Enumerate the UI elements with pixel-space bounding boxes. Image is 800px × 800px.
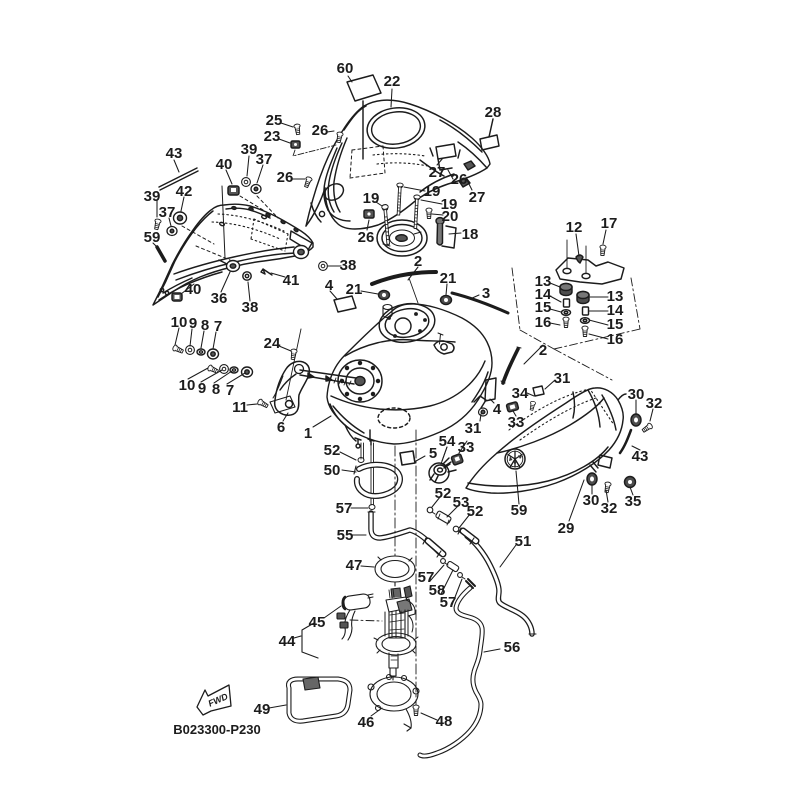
svg-text:39: 39 [241, 141, 258, 158]
svg-text:7: 7 [214, 318, 222, 335]
svg-text:31: 31 [465, 420, 482, 437]
svg-text:7: 7 [226, 382, 234, 399]
svg-text:35: 35 [625, 493, 642, 510]
svg-text:30: 30 [583, 492, 600, 509]
svg-text:54: 54 [439, 433, 456, 450]
svg-text:57: 57 [440, 594, 457, 611]
svg-text:57: 57 [418, 569, 435, 586]
svg-text:27: 27 [469, 189, 486, 206]
svg-text:26: 26 [277, 169, 294, 186]
svg-text:14: 14 [535, 286, 552, 303]
svg-text:19: 19 [363, 190, 380, 207]
svg-text:43: 43 [632, 448, 649, 465]
svg-text:8: 8 [212, 381, 220, 398]
svg-text:33: 33 [508, 414, 525, 431]
svg-text:26: 26 [312, 122, 329, 139]
svg-text:19: 19 [441, 196, 458, 213]
svg-text:49: 49 [254, 701, 271, 718]
svg-text:3: 3 [482, 285, 490, 302]
svg-text:36: 36 [211, 290, 228, 307]
svg-text:6: 6 [277, 419, 285, 436]
svg-text:17: 17 [601, 215, 618, 232]
svg-text:1: 1 [304, 425, 312, 442]
svg-text:39: 39 [144, 188, 161, 205]
svg-text:32: 32 [601, 500, 618, 517]
svg-text:5: 5 [429, 445, 437, 462]
svg-text:31: 31 [554, 370, 571, 387]
svg-text:15: 15 [607, 316, 624, 333]
svg-text:45: 45 [309, 614, 326, 631]
svg-text:48: 48 [436, 713, 453, 730]
svg-text:26: 26 [451, 171, 468, 188]
svg-text:29: 29 [558, 520, 575, 537]
svg-text:58: 58 [429, 582, 446, 599]
svg-text:19: 19 [424, 183, 441, 200]
svg-text:46: 46 [358, 714, 375, 731]
svg-text:52: 52 [467, 503, 484, 520]
svg-text:26: 26 [358, 229, 375, 246]
svg-text:18: 18 [462, 226, 479, 243]
svg-text:12: 12 [566, 219, 583, 236]
svg-text:13: 13 [535, 273, 552, 290]
svg-text:25: 25 [266, 112, 283, 129]
svg-text:32: 32 [646, 395, 663, 412]
svg-text:9: 9 [189, 315, 197, 332]
svg-text:43: 43 [166, 145, 183, 162]
svg-text:28: 28 [485, 104, 502, 121]
svg-text:20: 20 [442, 208, 459, 225]
svg-text:30: 30 [628, 386, 645, 403]
svg-text:41: 41 [283, 272, 300, 289]
svg-text:56: 56 [504, 639, 521, 656]
svg-text:34: 34 [512, 385, 529, 402]
svg-text:38: 38 [340, 257, 357, 274]
svg-text:11: 11 [232, 399, 248, 416]
svg-text:53: 53 [453, 494, 470, 511]
svg-text:10: 10 [171, 314, 188, 331]
svg-text:52: 52 [324, 442, 341, 459]
svg-text:2: 2 [414, 253, 422, 270]
svg-text:23: 23 [264, 128, 281, 145]
svg-text:4: 4 [325, 277, 334, 294]
svg-text:14: 14 [607, 302, 624, 319]
svg-text:21: 21 [440, 270, 457, 287]
svg-text:B023300-P230: B023300-P230 [173, 722, 260, 737]
svg-text:40: 40 [185, 281, 202, 298]
svg-text:59: 59 [144, 229, 161, 246]
svg-text:13: 13 [607, 288, 624, 305]
svg-text:2: 2 [539, 342, 547, 359]
svg-text:37: 37 [159, 204, 176, 221]
svg-text:37: 37 [256, 151, 273, 168]
svg-text:21: 21 [346, 281, 363, 298]
svg-text:16: 16 [607, 331, 624, 348]
svg-text:27: 27 [429, 164, 446, 181]
svg-text:50: 50 [324, 462, 341, 479]
svg-text:55: 55 [337, 527, 354, 544]
svg-text:44: 44 [279, 633, 296, 650]
svg-text:51: 51 [515, 533, 532, 550]
svg-text:47: 47 [346, 557, 363, 574]
svg-text:9: 9 [198, 380, 206, 397]
svg-text:24: 24 [264, 335, 281, 352]
svg-text:40: 40 [216, 156, 233, 173]
svg-text:33: 33 [458, 439, 475, 456]
svg-text:8: 8 [201, 317, 209, 334]
svg-text:52: 52 [435, 485, 452, 502]
svg-text:60: 60 [337, 60, 354, 77]
svg-text:22: 22 [384, 73, 401, 90]
svg-text:59: 59 [511, 502, 528, 519]
svg-text:15: 15 [535, 299, 552, 316]
svg-text:4: 4 [493, 401, 502, 418]
svg-text:57: 57 [336, 500, 353, 517]
svg-text:42: 42 [176, 183, 193, 200]
svg-text:10: 10 [179, 377, 196, 394]
svg-text:16: 16 [535, 314, 552, 331]
svg-text:38: 38 [242, 299, 259, 316]
